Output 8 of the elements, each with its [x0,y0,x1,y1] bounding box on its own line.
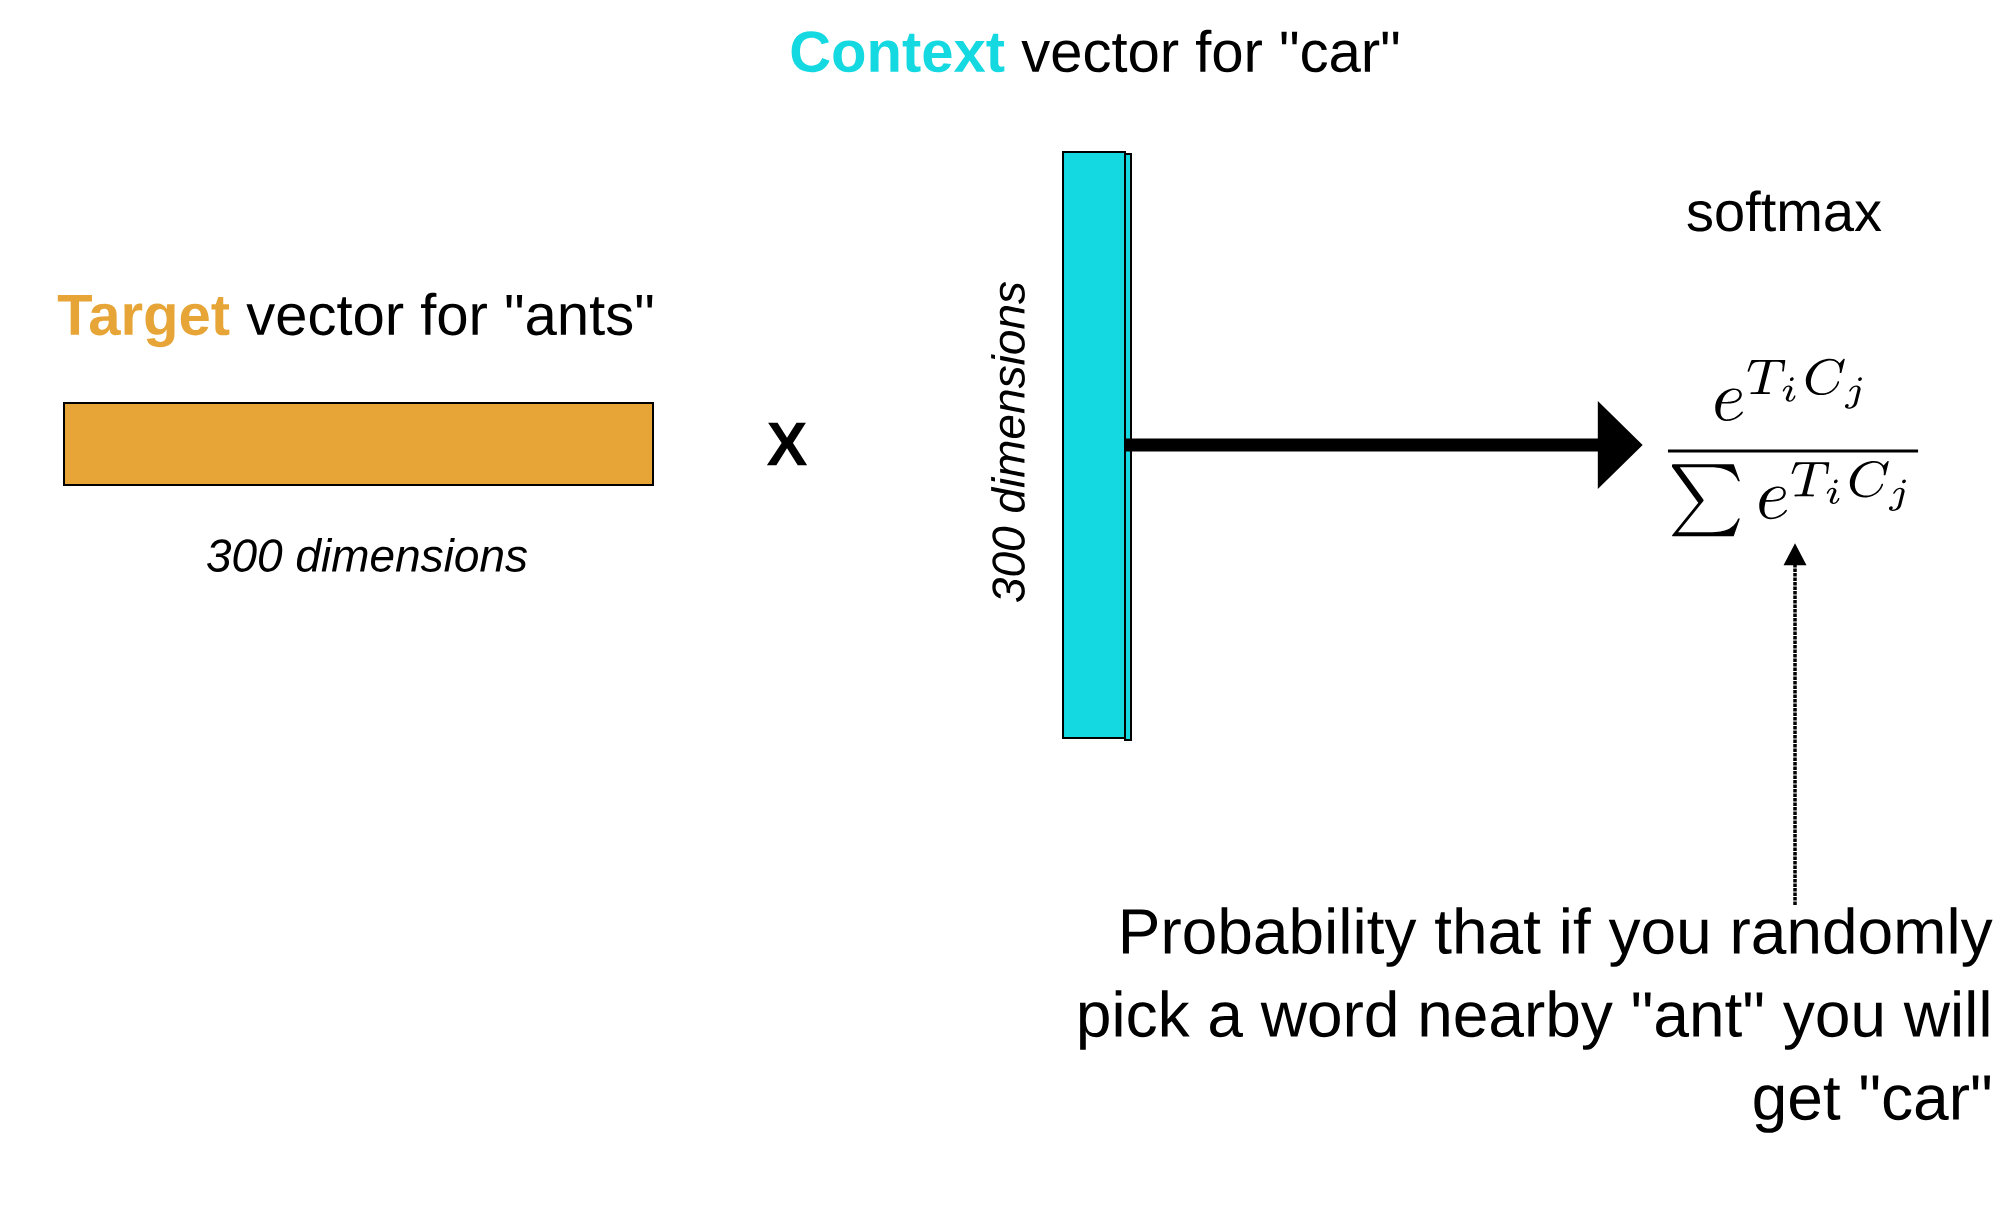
vector-label: Context vector for "car" [791,29,1399,73]
formula: $\frac{e^{T_iC_j}}{\sum e^{T_iC_j}}$ [1667,358,1919,537]
softmax-label: softmax [1687,190,1882,232]
annotation-text: Probability that if you randomly pick a word nearby "ant" you will get "car" [1079,907,1993,1133]
multiply-sign: X [766,422,808,466]
dimension-label: 300 dimensions [207,538,528,572]
vector-label: Target vector for "ants" [57,292,653,348]
dimension-label: 300 dimensions [991,281,1025,602]
